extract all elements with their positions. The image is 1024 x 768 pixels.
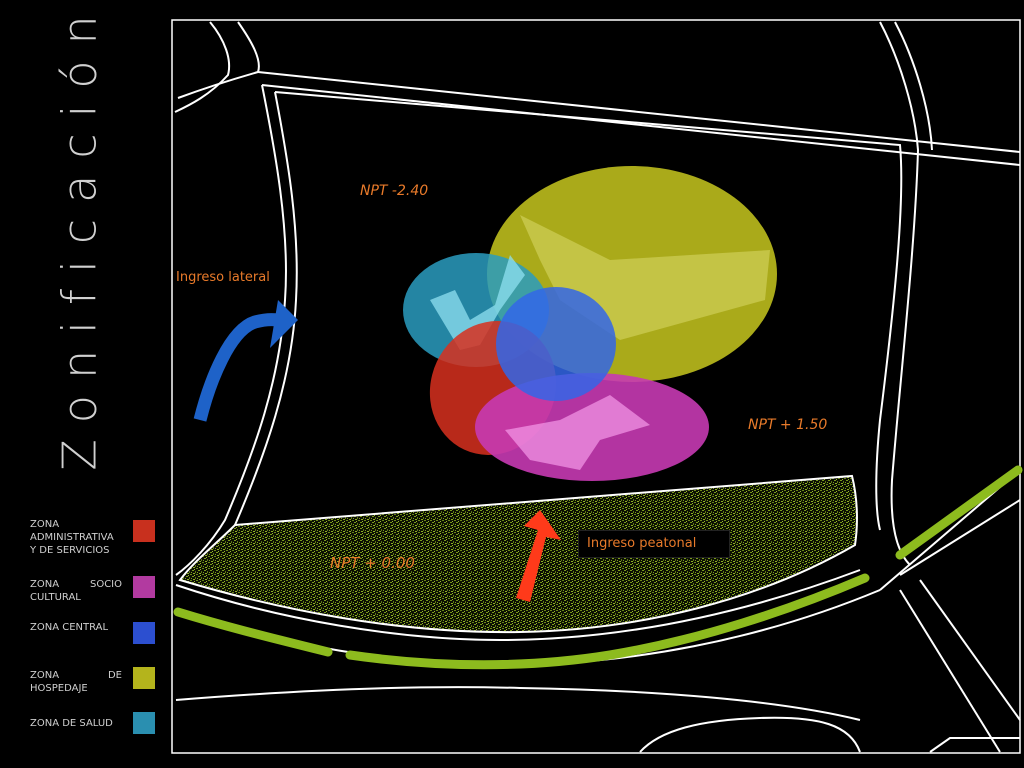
legend-item: ZONA ADMINISTRATIVA Y DE SERVICIOS [30,518,160,556]
npt-right-label: NPT + 1.50 [748,417,828,433]
legend-item: ZONA SOCIO CULTURAL [30,576,160,612]
legend-swatch-salud [133,712,155,734]
salud-shape [430,255,525,350]
legend-label: ZONA SOCIO CULTURAL [30,579,122,603]
socio-cultural-shape [505,395,650,470]
ingreso-lateral-arrow [193,300,298,422]
ingreso-lateral-label: Ingreso lateral [176,270,270,285]
zona-central-bubble [496,287,616,401]
legend-swatch-administrativa [133,520,155,542]
legend-label: ZONA DE HOSPEDAJE [30,670,122,694]
legend-label: ZONA ADMINISTRATIVA Y DE SERVICIOS [30,519,114,556]
pedestrian-plaza [178,474,858,634]
legend-label: ZONA DE SALUD [30,718,113,729]
map-frame [171,19,1021,754]
legend-item: ZONA CENTRAL [30,621,160,655]
green-strips [173,465,1023,670]
legend-item: ZONA DE HOSPEDAJE [30,667,160,703]
ingreso-peatonal-label: Ingreso peatonal [587,536,697,551]
ingreso-peatonal-box [578,530,730,558]
legend-item: ZONA DE SALUD [30,712,160,751]
legend-label: ZONA CENTRAL [30,622,109,633]
legend-swatch-hospedaje [133,667,155,689]
ingreso-peatonal-arrow [516,510,561,602]
npt-bottom-label: NPT + 0.00 [330,554,415,572]
legend-swatch-socio-cultural [133,576,155,598]
legend-swatch-central [133,622,155,644]
zone-bubbles [403,166,777,481]
npt-top-label: NPT -2.40 [360,183,429,199]
